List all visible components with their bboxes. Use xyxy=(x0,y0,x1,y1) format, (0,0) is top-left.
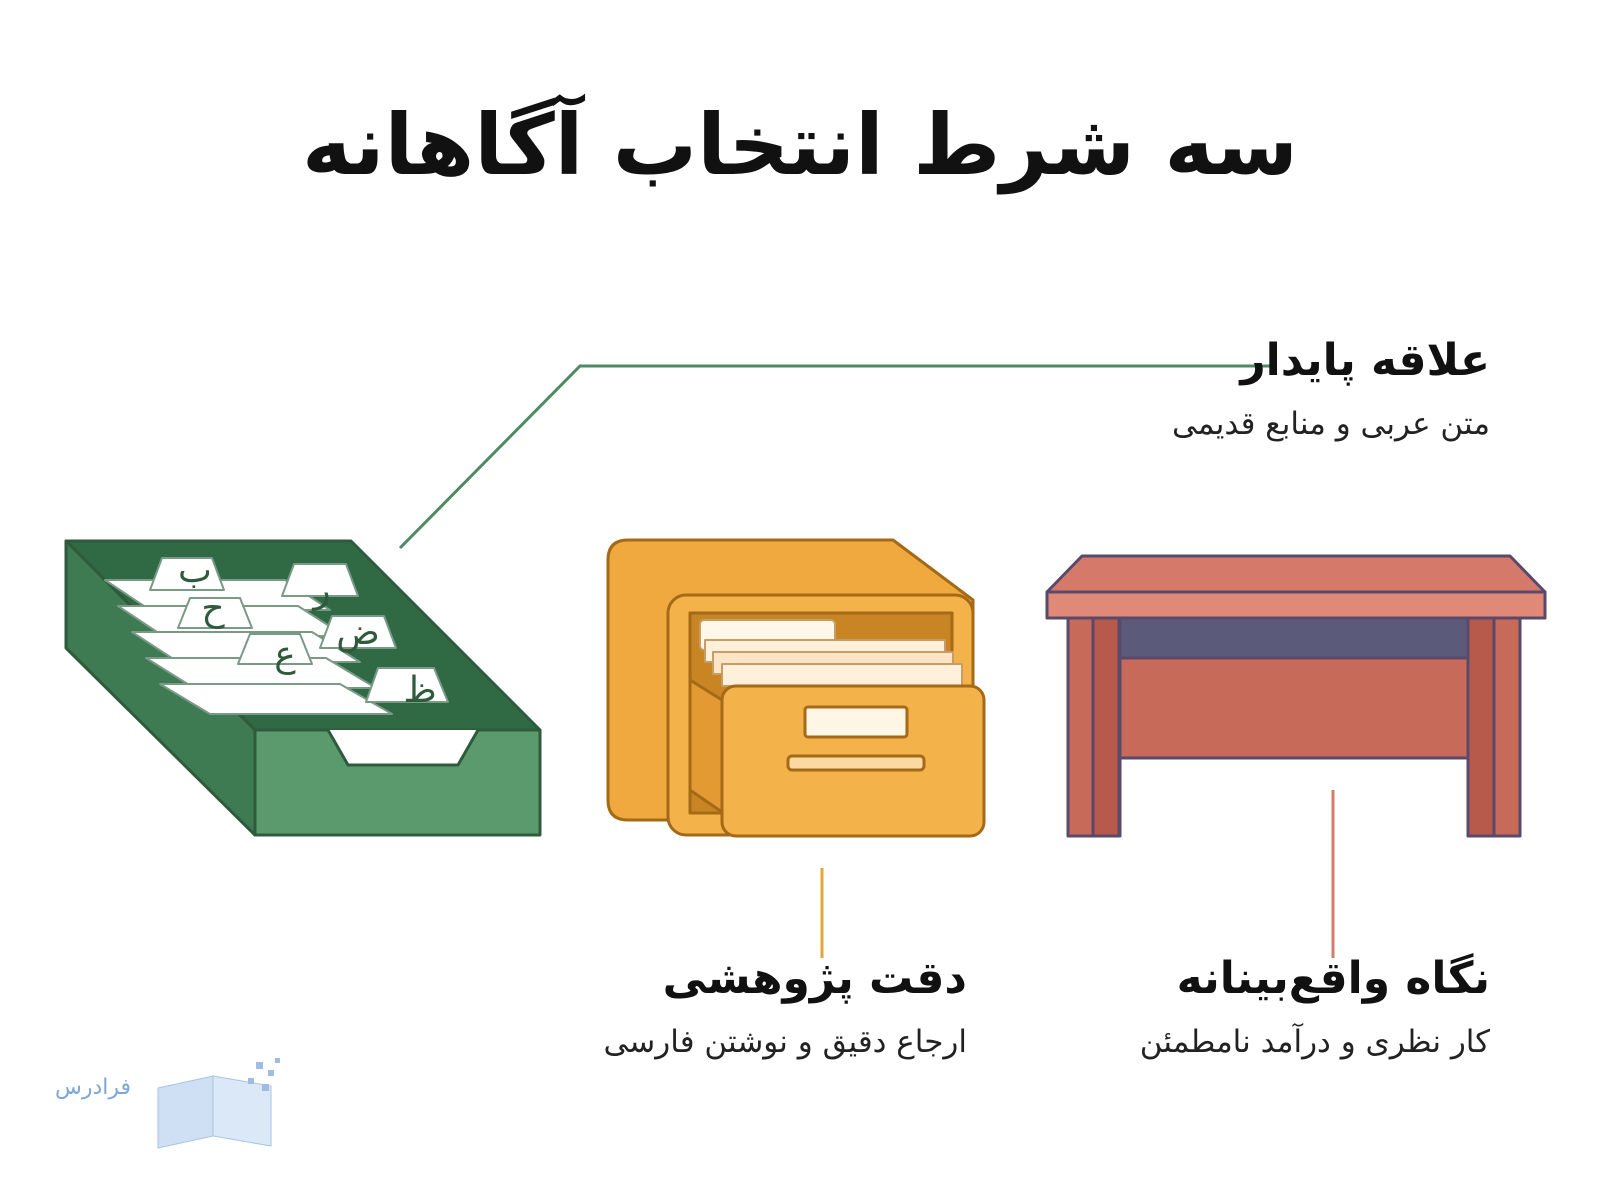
desk-icon xyxy=(1045,554,1547,838)
condition-interest: علاقه پایدار متن عربی و منابع قدیمی xyxy=(1172,335,1490,443)
condition-subtitle: ارجاع دقیق و نوشتن فارسی xyxy=(603,1023,967,1060)
condition-research: دقت پژوهشی ارجاع دقیق و نوشتن فارسی xyxy=(603,953,967,1061)
card-letter: ظ xyxy=(403,670,436,711)
condition-subtitle: کار نظری و درآمد نامطمئن xyxy=(1139,1023,1490,1060)
card-letter: ع xyxy=(274,634,296,675)
book-logo-icon xyxy=(157,1058,280,1149)
connector-line-interest xyxy=(398,364,1270,550)
card-letter: ب xyxy=(178,550,212,591)
condition-realistic: نگاه واقع‌بینانه کار نظری و درآمد نامطمئ… xyxy=(1140,953,1490,1061)
card-letter: ح xyxy=(201,588,225,629)
page-title: سه شرط انتخاب آگاهانه xyxy=(302,96,1298,194)
condition-title: علاقه پایدار xyxy=(1240,335,1490,386)
brand-logo: فرادرس xyxy=(55,1075,132,1100)
condition-title: نگاه واقع‌بینانه xyxy=(1176,953,1490,1004)
card-letter: ر xyxy=(311,570,330,611)
card-letter: ض xyxy=(336,612,380,653)
condition-subtitle: متن عربی و منابع قدیمی xyxy=(1171,405,1490,442)
file-cabinet-icon xyxy=(606,538,986,838)
card-letters: ب ر ح ض ع ظ xyxy=(178,550,437,711)
condition-title: دقت پژوهشی xyxy=(662,953,967,1004)
card-catalog-box-icon xyxy=(64,539,542,837)
